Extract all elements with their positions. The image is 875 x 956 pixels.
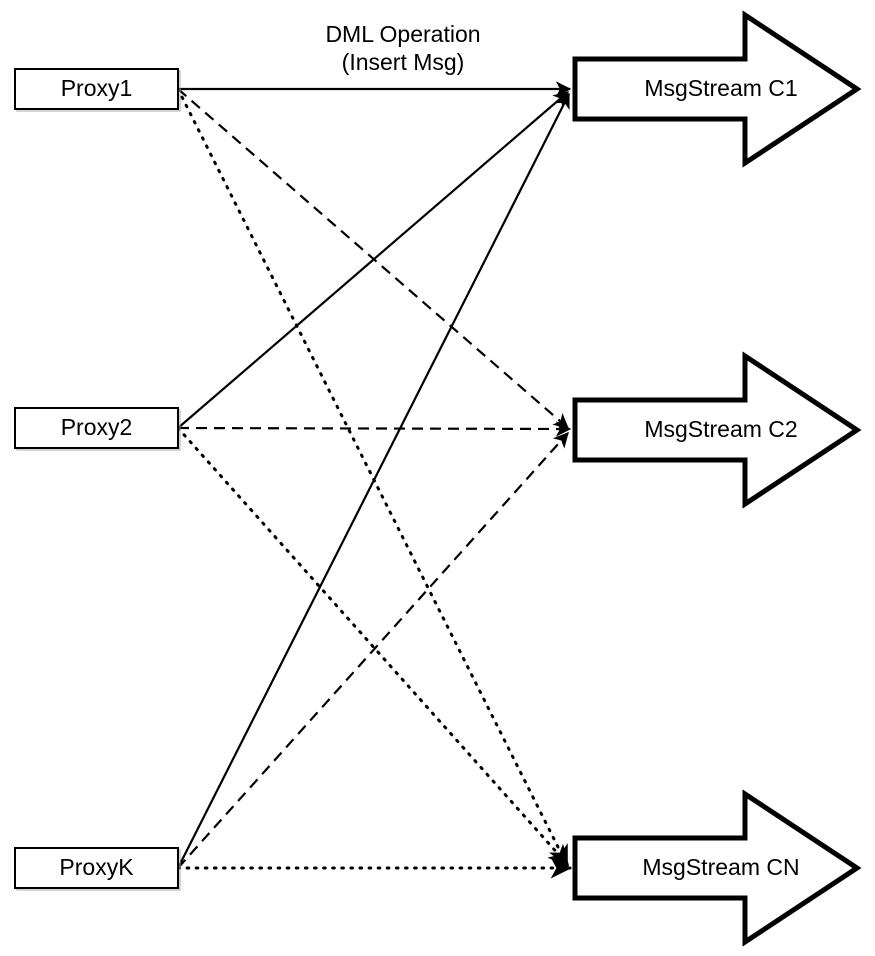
msgstream-node-cn[interactable]: MsgStream CN [572, 789, 862, 947]
proxyk-label: ProxyK [59, 854, 134, 880]
msgstream-cn-label: MsgStream CN [642, 854, 799, 880]
proxy-node-proxy2[interactable]: Proxy2 [14, 407, 181, 451]
msgstream-node-c1[interactable]: MsgStream C1 [572, 10, 862, 168]
proxy-node-proxy1[interactable]: Proxy1 [14, 68, 181, 112]
dml-operation-caption: DML Operation (Insert Msg) [325, 21, 480, 75]
caption-line-1: DML Operation [325, 21, 480, 47]
msgstream-c1-arrow-shape[interactable] [572, 10, 862, 168]
proxy2-label: Proxy2 [61, 414, 133, 440]
caption-line-2: (Insert Msg) [342, 49, 465, 75]
proxy1-box[interactable] [14, 68, 179, 110]
edge-proxy1-to-cn [176, 87, 569, 867]
proxy2-box[interactable] [14, 407, 179, 449]
msgstream-c2-arrow-shape[interactable] [572, 351, 862, 509]
edge-proxy2-to-c1 [177, 91, 569, 429]
edge-proxy1-to-c2 [177, 88, 569, 429]
proxy1-label: Proxy1 [61, 75, 133, 101]
edge-proxyk-to-c1 [177, 92, 570, 869]
edge-proxyk-to-c2 [177, 432, 569, 869]
msgstream-cn-arrow-shape[interactable] [572, 789, 862, 947]
msgstream-c1-label: MsgStream C1 [644, 75, 797, 101]
proxy-node-proxyk[interactable]: ProxyK [14, 847, 181, 891]
msgstream-c2-label: MsgStream C2 [644, 416, 797, 442]
msgstream-node-c2[interactable]: MsgStream C2 [572, 351, 862, 509]
edge-proxy2-to-cn [176, 426, 570, 867]
edge-proxy2-to-c2 [177, 421, 572, 437]
proxyk-box[interactable] [14, 847, 179, 889]
edge-layer [176, 81, 572, 879]
